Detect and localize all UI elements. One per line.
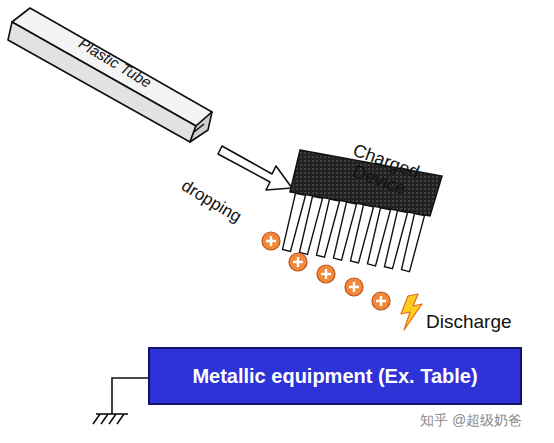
positive-charges <box>262 232 390 310</box>
device-pins <box>283 193 425 271</box>
motion-label: dropping <box>178 176 245 227</box>
metal-table-box: Metallic equipment (Ex. Table) <box>148 347 522 405</box>
positive-charge <box>289 253 307 271</box>
watermark: 知乎 @超级奶爸 <box>420 412 522 430</box>
device-pin <box>402 214 425 272</box>
dropping-arrow <box>218 146 292 190</box>
positive-charge <box>262 232 280 250</box>
positive-charge <box>345 278 363 296</box>
ground-symbol <box>93 378 150 424</box>
positive-charge <box>317 265 335 283</box>
discharge-spark <box>401 294 422 330</box>
plastic-tube <box>8 8 212 142</box>
discharge-label: Discharge <box>426 311 512 333</box>
box-label: Metallic equipment (Ex. Table) <box>192 365 477 388</box>
positive-charge <box>372 292 390 310</box>
